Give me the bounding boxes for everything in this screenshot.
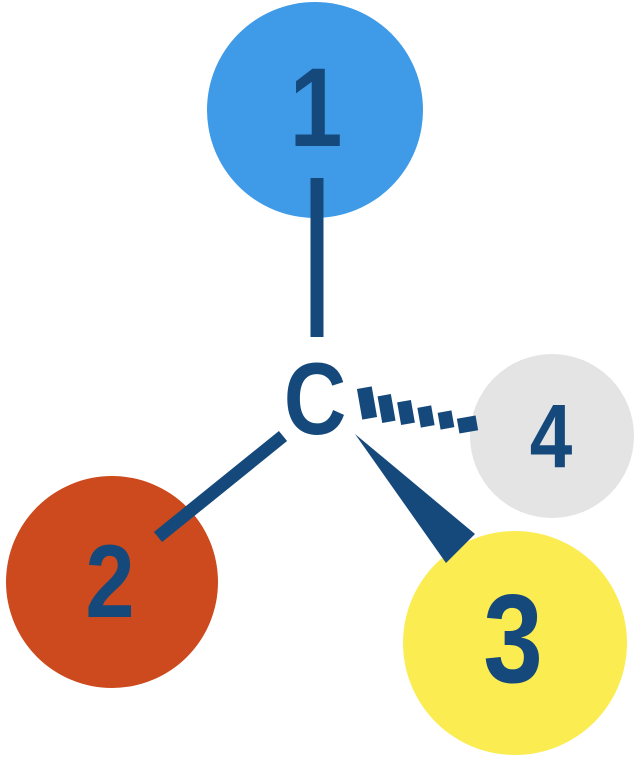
hash-dash-4 [417,405,435,428]
substituent-2-label: 2 [85,524,134,639]
hash-dash-3 [397,399,415,426]
central-atom-label: C [284,342,347,456]
substituent-1-label: 1 [290,46,343,171]
substituent-3-label: 3 [483,568,543,709]
solid-wedge-bond-to-3 [355,434,475,563]
substituent-4-circle [470,354,634,518]
substituent-1-circle [207,2,423,218]
hashed-wedge-bond-to-4 [356,386,479,434]
hash-dash-1 [356,386,378,420]
bond-to-2 [153,430,288,543]
bonds [153,178,479,563]
labels: C 1 2 3 4 [85,46,572,709]
plain-bonds [153,178,324,543]
substituent-4-label: 4 [530,385,573,486]
hash-dash-6 [456,415,479,434]
substituent-3-circle [403,531,627,755]
hash-dash-2 [377,394,396,423]
hash-dash-5 [437,410,455,430]
stereo-bonds [355,386,479,563]
